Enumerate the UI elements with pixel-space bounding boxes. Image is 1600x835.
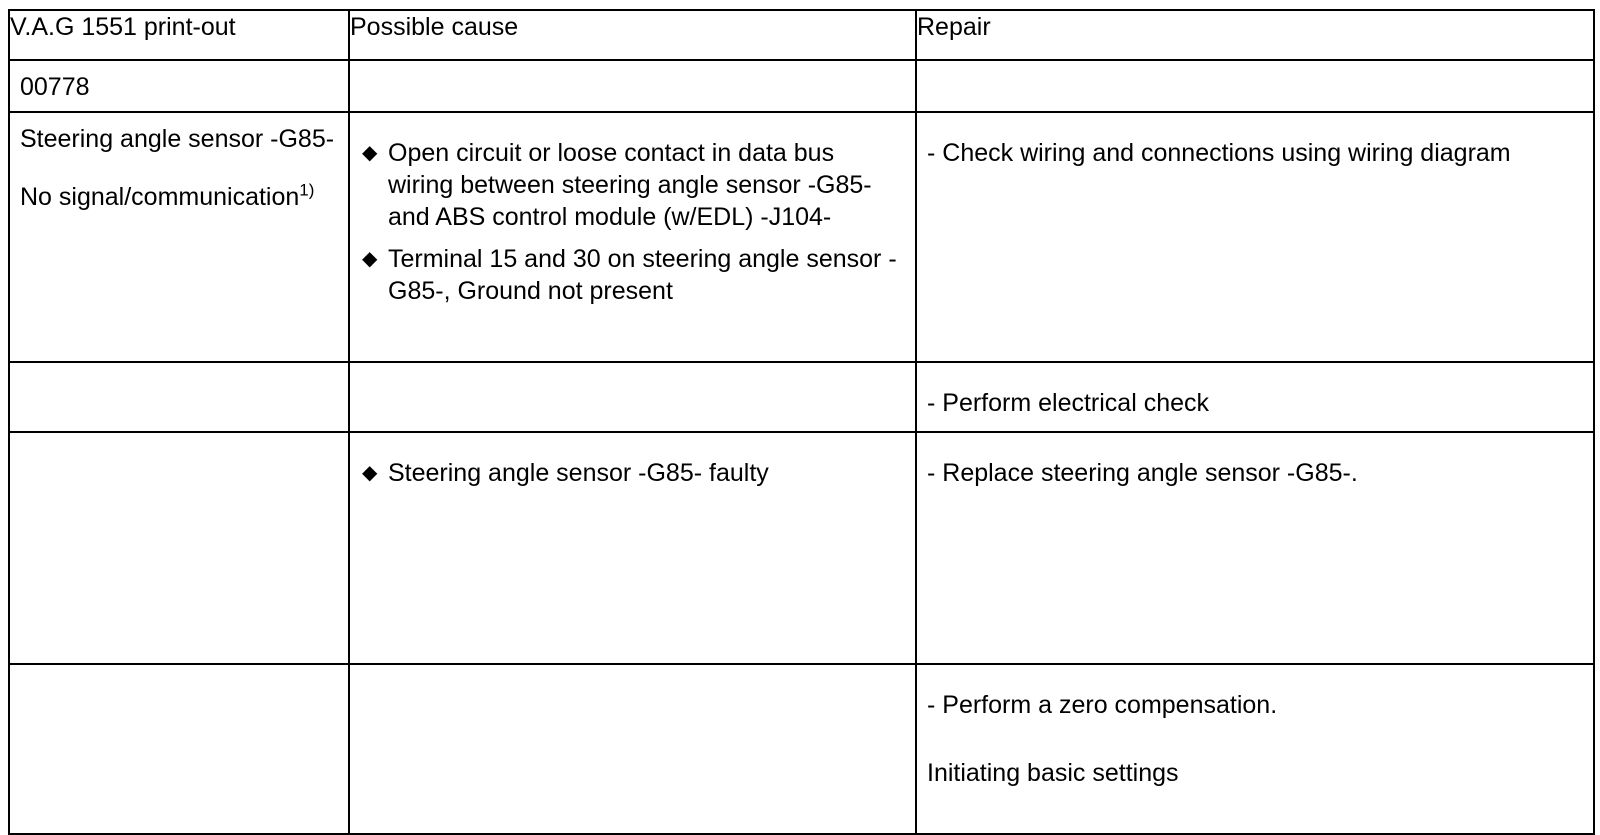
table-row: - Perform electrical check (8, 361, 1595, 433)
table-header-row: V.A.G 1551 print-out Possible cause Repa… (8, 9, 1595, 61)
cause-cell (348, 361, 917, 433)
list-item: ◆ Steering angle sensor -G85- faulty (362, 459, 769, 487)
cause-list: ◆ Steering angle sensor -G85- faulty (350, 457, 915, 489)
repair-step: - Check wiring and connections using wir… (927, 139, 1511, 167)
printout-cell: Steering angle sensor -G85- No signal/co… (8, 111, 350, 363)
repair-cell: - Replace steering angle sensor -G85-. (915, 431, 1595, 665)
fault-code: 00778 (20, 73, 90, 101)
list-item: ◆ Terminal 15 and 30 on steering angle s… (362, 245, 897, 305)
table-row: ◆ Steering angle sensor -G85- faulty - R… (8, 431, 1595, 665)
cause-cell: ◆ Steering angle sensor -G85- faulty (348, 431, 917, 665)
header-printout: V.A.G 1551 print-out (8, 9, 350, 61)
printout-cell (8, 431, 350, 665)
cause-cell (348, 663, 917, 835)
printout-cell (8, 663, 350, 835)
list-item: ◆ Open circuit or loose contact in data … (362, 139, 872, 231)
repair-cell: - Perform a zero compensation. Initiatin… (915, 663, 1595, 835)
header-possible-cause: Possible cause (348, 9, 917, 61)
footnote-marker: 1) (299, 180, 315, 200)
repair-cell (915, 59, 1595, 113)
repair-step: - Perform a zero compensation. (927, 691, 1278, 719)
table-row: Steering angle sensor -G85- No signal/co… (8, 111, 1595, 363)
fault-type: No signal/communication (20, 183, 300, 211)
fault-table: V.A.G 1551 print-out Possible cause Repa… (8, 9, 1595, 835)
repair-cell: - Perform electrical check (915, 361, 1595, 433)
component-name: Steering angle sensor -G85- (20, 125, 335, 153)
diamond-bullet-icon: ◆ (362, 462, 378, 484)
repair-step: - Replace steering angle sensor -G85-. (927, 459, 1358, 487)
diamond-bullet-icon: ◆ (362, 248, 378, 270)
repair-step: - Perform electrical check (927, 389, 1210, 417)
table-row: - Perform a zero compensation. Initiatin… (8, 663, 1595, 835)
header-repair: Repair (915, 9, 1595, 61)
diamond-bullet-icon: ◆ (362, 142, 378, 164)
repair-note: Initiating basic settings (927, 759, 1179, 787)
cause-cell: ◆ Open circuit or loose contact in data … (348, 111, 917, 363)
cause-list: ◆ Open circuit or loose contact in data … (350, 137, 915, 307)
table-row: 00778 (8, 59, 1595, 113)
cause-cell (348, 59, 917, 113)
printout-cell (8, 361, 350, 433)
repair-cell: - Check wiring and connections using wir… (915, 111, 1595, 363)
printout-cell: 00778 (8, 59, 350, 113)
